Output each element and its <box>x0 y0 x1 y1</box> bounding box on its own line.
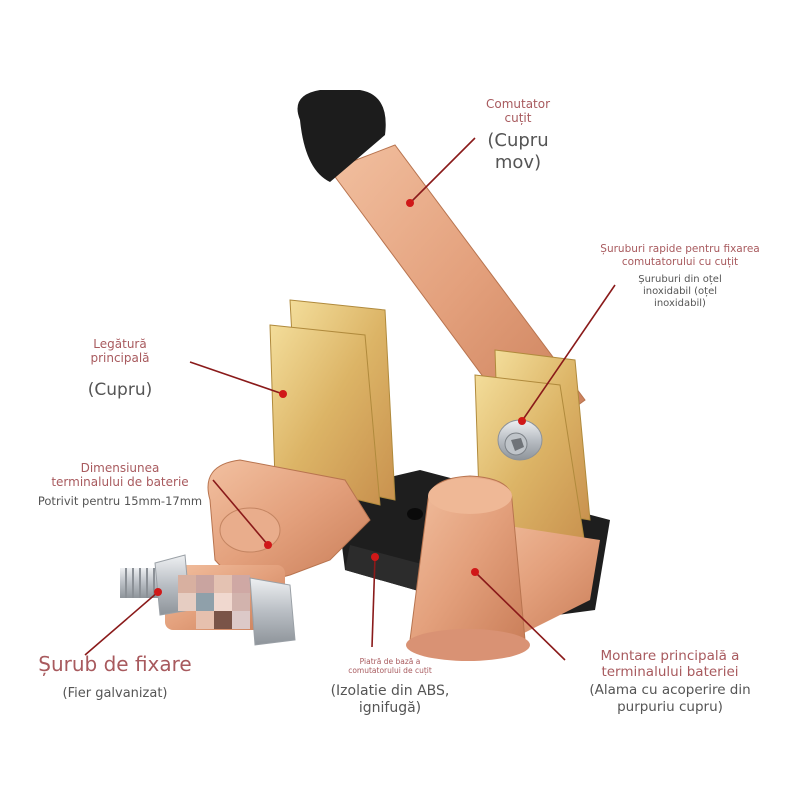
label-sub: (Cupru) <box>87 379 153 400</box>
label-sub: Șuruburi din oțel inoxidabil (oțel inoxi… <box>638 274 722 310</box>
left-brass-clip <box>269 299 396 506</box>
label-terminal-size: Dimensiunea terminalului de baterie Potr… <box>20 461 220 509</box>
label-main-connection: Legătură principală (Cupru) <box>70 337 170 400</box>
label-title: Comutator cuțit <box>485 97 551 126</box>
quick-screw <box>497 419 543 461</box>
label-title: Șuruburi rapide pentru fixarea comutator… <box>600 243 760 268</box>
label-base-stone: Piatră de bază a comutatorului de cuțit … <box>295 657 485 717</box>
leader-dots <box>154 199 526 596</box>
label-title: Montare principală a terminalului bateri… <box>600 648 740 681</box>
label-title: Șurub de fixare <box>38 652 192 676</box>
label-title: Legătură principală <box>90 337 150 366</box>
label-fixing-screw: Șurub de fixare (Fier galvanizat) <box>20 652 210 702</box>
label-sub: (Cupru mov) <box>487 129 549 174</box>
terminal-post <box>406 475 530 661</box>
label-sub: Potrivit pentru 15mm-17mm <box>37 493 203 508</box>
label-sub: (Alama cu acoperire din purpuriu cupru) <box>589 682 751 715</box>
label-title: Dimensiunea terminalului de baterie <box>51 461 189 490</box>
label-quick-screws: Șuruburi rapide pentru fixarea comutator… <box>580 243 780 310</box>
leader-lines <box>84 137 616 661</box>
label-main-mount: Montare principală a terminalului bateri… <box>555 648 785 715</box>
label-knife-switch: Comutator cuțit (Cupru mov) <box>468 97 568 175</box>
label-title: Piatră de bază a comutatorului de cuțit <box>348 657 432 675</box>
label-sub: (Izolatie din ABS, ignifugă) <box>330 683 450 716</box>
label-sub: (Fier galvanizat) <box>62 686 168 701</box>
